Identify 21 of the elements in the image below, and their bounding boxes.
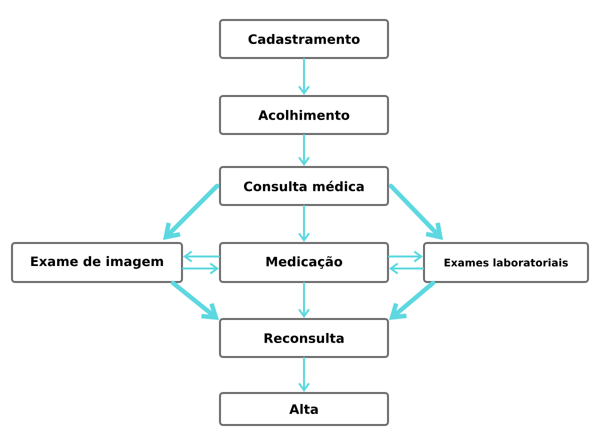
process-box: Alta <box>219 392 389 426</box>
arrow <box>298 58 310 95</box>
arrow <box>170 280 219 320</box>
arrow <box>389 280 436 320</box>
arrow <box>388 184 443 240</box>
arrow <box>298 134 310 166</box>
arrow <box>298 357 310 392</box>
process-box: Acolhimento <box>219 95 389 135</box>
process-box: Consulta médica <box>219 166 389 206</box>
arrow <box>298 282 310 318</box>
arrow <box>298 205 310 242</box>
arrow <box>182 262 219 274</box>
arrow <box>183 250 220 262</box>
process-box: Cadastramento <box>219 19 389 59</box>
process-box: Reconsulta <box>219 318 389 358</box>
process-box: Medicação <box>219 242 389 283</box>
arrow <box>163 184 220 240</box>
process-box: Exames laboratoriais <box>423 242 589 283</box>
arrow <box>388 250 423 262</box>
arrow <box>389 262 424 274</box>
process-box: Exame de imagem <box>11 242 183 283</box>
